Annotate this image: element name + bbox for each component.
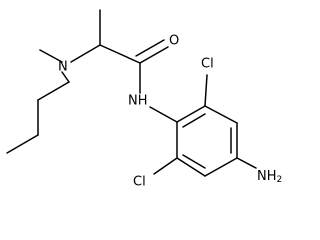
bond-ring-double-3 — [182, 154, 206, 169]
bond-ring-double-1 — [182, 113, 206, 128]
atom-nh2: NH2 — [257, 169, 282, 186]
atom-nh2-subscript: 2 — [277, 175, 283, 185]
bond-butyl-n — [61, 71, 70, 83]
bond-carbonyl-o-1 — [139, 46, 169, 64]
atom-chlorine-bottom: Cl — [133, 175, 146, 190]
bond-butyl-1 — [6, 134, 39, 154]
bond-ring-cl-bottom — [153, 157, 178, 175]
atom-labels: O N NH Cl Cl NH2 — [58, 34, 282, 190]
atom-nh2-main: NH — [257, 169, 277, 184]
bond-carbonyl-o-2 — [135, 39, 165, 57]
atom-amide-nh: NH — [128, 94, 148, 109]
bond-ring-c5-c6 — [176, 157, 206, 177]
bond-n-alpha — [70, 44, 101, 63]
bond-ring-c4-c5 — [204, 157, 238, 177]
bond-ring-cl-top — [204, 74, 208, 107]
atom-oxygen: O — [169, 34, 179, 49]
bond-ring-c2-c3 — [204, 105, 238, 124]
bond-ring-nh2 — [236, 157, 257, 169]
bond-ring-c1-c2 — [176, 105, 206, 123]
atom-chlorine-top: Cl — [201, 57, 214, 72]
bond-nh-ring — [149, 106, 178, 123]
bond-n-methyl — [39, 49, 63, 63]
bond-butyl-3 — [37, 81, 70, 101]
atom-amine-n: N — [58, 60, 68, 75]
bonds — [6, 9, 257, 177]
molecule-structure: O N NH Cl Cl NH2 — [6, 9, 282, 190]
bond-alpha-carbonyl — [99, 44, 141, 64]
